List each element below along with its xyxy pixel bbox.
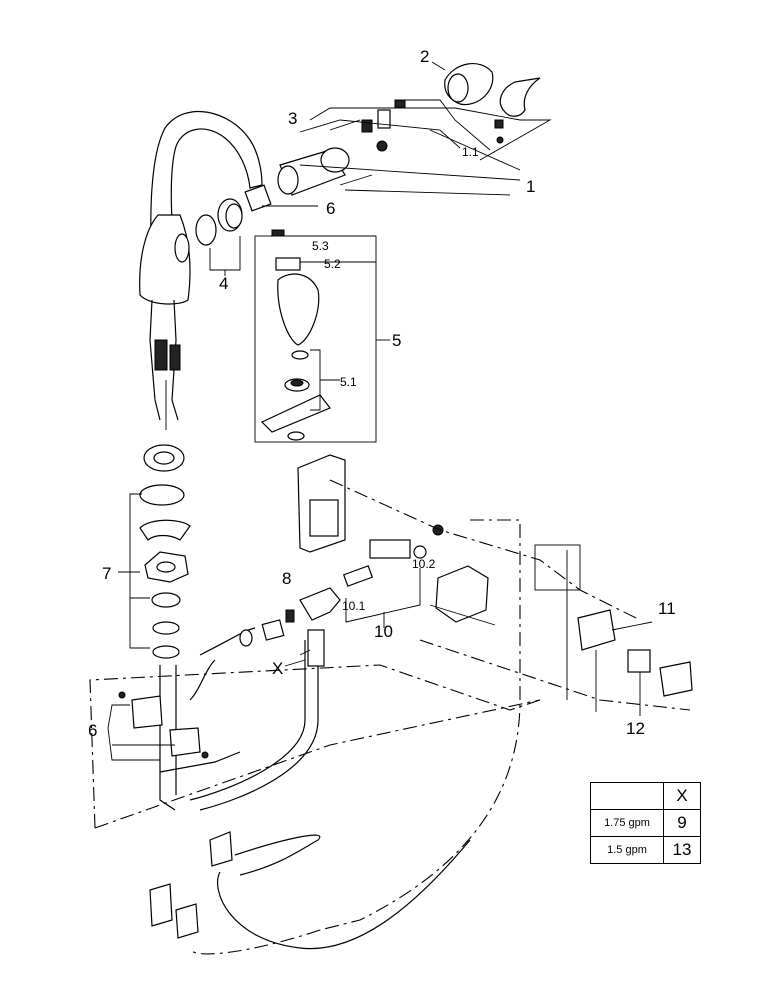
part-4-seal-nut — [195, 198, 243, 276]
callout-6-top: 6 — [326, 199, 335, 218]
callout-11: 11 — [658, 599, 676, 618]
flow-table-header-row: X — [590, 782, 701, 810]
handle-cap — [444, 63, 494, 106]
callout-7: 7 — [102, 564, 111, 583]
faucet-body — [139, 111, 263, 305]
callout-lines-top — [299, 61, 552, 196]
spout-connector — [244, 184, 318, 212]
flow-rate: 1.5 gpm — [590, 836, 664, 864]
flow-x-value: 13 — [663, 836, 701, 864]
callout-1: 1 — [526, 177, 535, 196]
callout-labels: 1 1.1 2 3 4 5 5.1 5.2 5.3 6 6 7 8 10 10.… — [88, 47, 676, 740]
flow-x-value: 9 — [663, 809, 701, 837]
supply-pipes — [159, 627, 319, 811]
hose-clip — [107, 691, 209, 761]
callout-12: 12 — [626, 719, 645, 738]
supply-hoses — [149, 299, 181, 430]
lever-handle — [494, 77, 541, 144]
control-box — [429, 565, 496, 626]
callout-1-1: 1.1 — [462, 145, 479, 159]
callout-5: 5 — [392, 331, 401, 350]
elbow-fitting — [239, 587, 341, 667]
callout-8: 8 — [282, 569, 291, 588]
flow-table-row: 1.5 gpm 13 — [590, 836, 701, 864]
assembly-guide-lines — [89, 479, 691, 955]
flow-table-header-x: X — [663, 782, 701, 810]
tee-fitting — [149, 831, 471, 950]
callout-5-1: 5.1 — [340, 375, 357, 389]
flow-rate-table: X 1.75 gpm 9 1.5 gpm 13 — [590, 782, 701, 864]
callout-6-bottom: 6 — [88, 721, 97, 740]
callout-5-2: 5.2 — [324, 257, 341, 271]
callout-10-1: 10.1 — [342, 599, 366, 613]
spray-head — [254, 229, 390, 443]
callout-2: 2 — [420, 47, 429, 66]
electronics-module — [534, 544, 693, 716]
flow-rate: 1.75 gpm — [590, 809, 664, 837]
mounting-set — [118, 444, 191, 659]
callout-5-3: 5.3 — [312, 239, 329, 253]
flow-table-row: 1.75 gpm 9 — [590, 809, 701, 837]
callout-10-2: 10.2 — [412, 557, 436, 571]
callout-x: X — [272, 659, 283, 678]
callout-3: 3 — [288, 109, 297, 128]
callout-4: 4 — [219, 274, 228, 293]
solenoid-valve — [297, 454, 444, 628]
callout-10: 10 — [374, 622, 393, 641]
flow-table-header-blank — [590, 782, 664, 810]
